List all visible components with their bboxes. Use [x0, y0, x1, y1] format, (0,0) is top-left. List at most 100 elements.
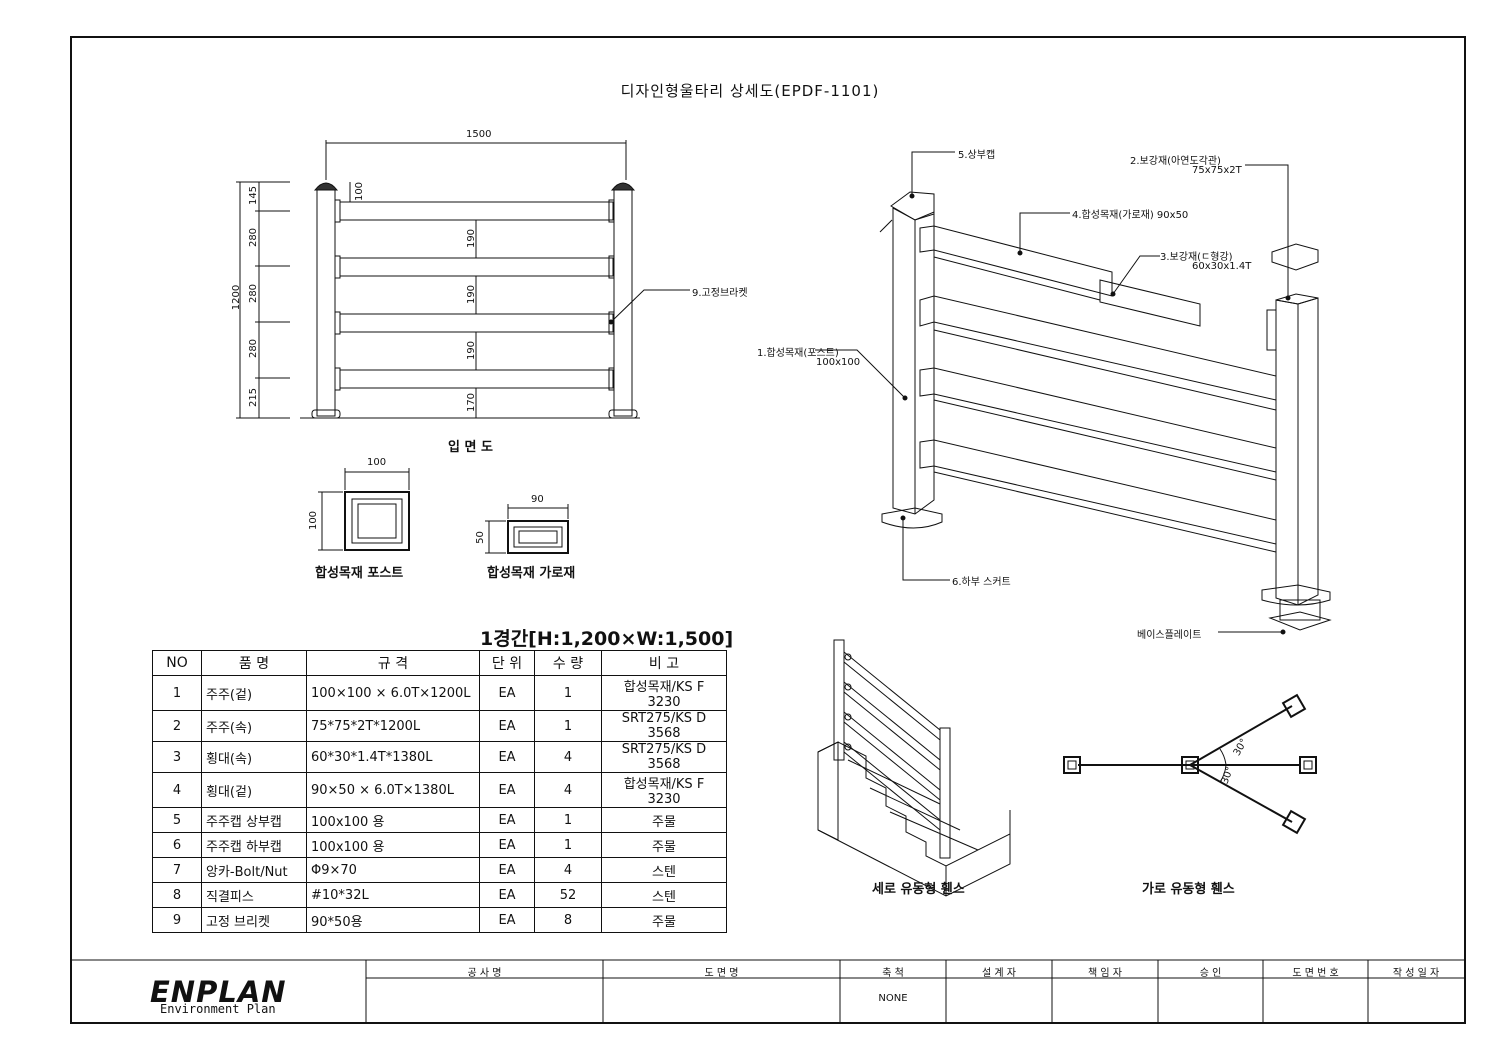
tb-header-drawing-name: 도 면 명	[704, 968, 739, 979]
iso-label-reinforce-1: 2.보강재(아연도각관)	[1130, 156, 1221, 167]
table-cell: 고정 브리켓	[201, 907, 307, 933]
table-cell: 앙카-Bolt/Nut	[201, 857, 307, 883]
elev-left-dim-4: 280	[248, 338, 260, 359]
table-cell: 합성목재/KS F 3230	[601, 675, 727, 711]
table-cell: 주물	[601, 907, 727, 933]
table-cell: 75*75*2T*1200L	[306, 710, 480, 742]
company-logo: ENPLAN	[150, 975, 287, 1009]
drawing-title: 디자인형울타리 상세도(EPDF-1101)	[620, 82, 880, 100]
table-cell: EA	[479, 857, 535, 883]
table-cell: 4	[534, 857, 602, 883]
tb-header-scale: 축 척	[882, 968, 904, 979]
elev-inner-dim-5: 170	[466, 392, 478, 413]
table-cell: 1	[534, 710, 602, 742]
table-cell: EA	[479, 741, 535, 773]
table-cell: 1	[534, 832, 602, 858]
table-cell: Φ9×70	[306, 857, 480, 883]
elev-inner-dim-4: 190	[466, 340, 478, 361]
rail-height-dim: 50	[474, 531, 486, 544]
elev-left-dim-3: 280	[248, 283, 260, 304]
elev-inner-dim-1: 100	[354, 181, 366, 202]
table-header: 규 격	[306, 650, 480, 676]
table-cell: EA	[479, 882, 535, 908]
table-cell: 스텐	[601, 857, 727, 883]
plan-view	[1063, 693, 1317, 835]
table-header: NO	[152, 650, 202, 676]
table-cell: EA	[479, 807, 535, 833]
table-title: 1경간[H:1,200×W:1,500]	[480, 628, 734, 650]
tb-header-designer: 설 계 자	[982, 968, 1016, 979]
elev-inner-dim-3: 190	[466, 284, 478, 305]
elevation-view	[236, 140, 690, 419]
post-width-dim: 100	[367, 457, 387, 468]
table-cell: 주주캡 상부캡	[201, 807, 307, 833]
table-header: 수 량	[534, 650, 602, 676]
rail-section-caption: 합성목재 가로재	[487, 566, 576, 581]
table-cell: 60*30*1.4T*1380L	[306, 741, 480, 773]
table-cell: 100x100 용	[306, 807, 480, 833]
table-cell: EA	[479, 907, 535, 933]
post-section-caption: 합성목재 포스트	[315, 566, 404, 581]
table-header: 비 고	[601, 650, 727, 676]
table-cell: 직결피스	[201, 882, 307, 908]
table-cell: #10*32L	[306, 882, 480, 908]
stair-view	[817, 639, 1011, 897]
table-cell: 90*50용	[306, 907, 480, 933]
iso-label-reinforce-2-spec: 60x30x1.4T	[1192, 261, 1252, 272]
table-cell: EA	[479, 675, 535, 711]
table-cell: 주주(겉)	[201, 675, 307, 711]
table-cell: 4	[534, 772, 602, 808]
table-cell: 1	[152, 675, 202, 711]
elevation-caption: 입 면 도	[448, 440, 493, 455]
table-cell: 3	[152, 741, 202, 773]
table-cell: 스텐	[601, 882, 727, 908]
table-cell: 4	[534, 741, 602, 773]
rail-width-dim: 90	[531, 494, 544, 505]
elev-left-dim-1: 145	[248, 185, 260, 206]
table-cell: EA	[479, 772, 535, 808]
table-header: 단 위	[479, 650, 535, 676]
tb-header-manager: 책 임 자	[1088, 968, 1122, 979]
table-cell: 2	[152, 710, 202, 742]
iso-label-skirt: 6.하부 스커트	[952, 577, 1011, 588]
table-cell: 8	[534, 907, 602, 933]
table-cell: SRT275/KS D 3568	[601, 741, 727, 773]
table-cell: 주주캡 하부캡	[201, 832, 307, 858]
title-block-lines	[72, 959, 1464, 1022]
elev-inner-dim-2: 190	[466, 228, 478, 249]
isometric-view	[815, 151, 1332, 635]
table-cell: 주주(속)	[201, 710, 307, 742]
table-cell: 52	[534, 882, 602, 908]
iso-label-cap: 5.상부캡	[958, 150, 996, 161]
table-cell: SRT275/KS D 3568	[601, 710, 727, 742]
plan-caption: 가로 유동형 휀스	[1142, 882, 1235, 897]
table-cell: EA	[479, 832, 535, 858]
stair-caption: 세로 유동형 휀스	[872, 882, 965, 897]
table-cell: 9	[152, 907, 202, 933]
rail-section	[485, 504, 569, 554]
drawing-frame	[70, 36, 1466, 1024]
table-cell: 1	[534, 807, 602, 833]
table-cell: 100×100 × 6.0T×1200L	[306, 675, 480, 711]
table-cell: 100x100 용	[306, 832, 480, 858]
tb-header-project: 공 사 명	[467, 968, 502, 979]
elev-bracket-label: 9.고정브라켓	[692, 288, 748, 299]
table-cell: 7	[152, 857, 202, 883]
iso-label-post-wood-spec: 100x100	[816, 357, 861, 368]
table-cell: 5	[152, 807, 202, 833]
elev-left-dim-5: 215	[248, 387, 260, 408]
table-cell: 합성목재/KS F 3230	[601, 772, 727, 808]
tb-scale-value: NONE	[878, 993, 908, 1004]
table-cell: 주물	[601, 807, 727, 833]
post-height-dim: 100	[308, 510, 320, 531]
company-logo-sub: Environment Plan	[160, 1002, 276, 1016]
iso-label-rail-wood: 4.합성목재(가로재) 90x50	[1072, 210, 1189, 221]
